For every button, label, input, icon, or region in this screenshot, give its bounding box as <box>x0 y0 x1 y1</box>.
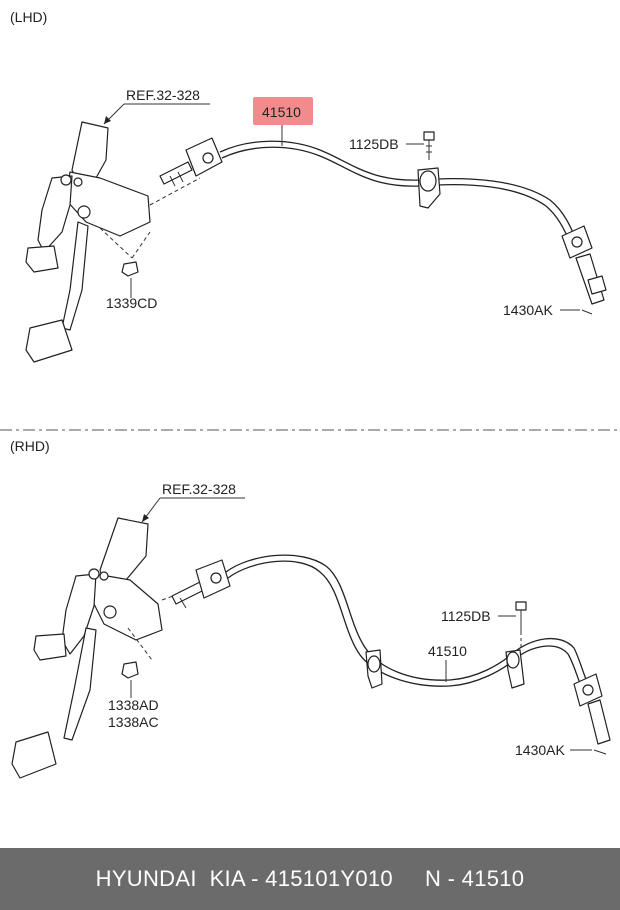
lhd-end-label: 1430AK <box>503 302 553 318</box>
rhd-nut-label-1: 1338AD <box>108 697 159 713</box>
lhd-bracket <box>417 167 441 209</box>
rhd-pedal-assembly <box>11 517 191 779</box>
lhd-pedal-assembly <box>25 121 201 363</box>
lhd-cable-trans-end: 1430AK <box>503 225 607 318</box>
lhd-bolt-label: 1125DB <box>349 136 399 152</box>
lhd-cable <box>219 140 577 241</box>
rhd-ref-callout: REF.32-328 <box>141 481 245 523</box>
lhd-cable-pedal-end <box>159 137 223 187</box>
lhd-ref-callout: REF.32-328 <box>103 87 210 125</box>
rhd-clip-left <box>365 649 383 689</box>
footer-text: HYUNDAI KIA - 415101Y010 N - 41510 <box>95 866 525 891</box>
rhd-part-callout: 41510 <box>428 643 467 682</box>
parts-diagram: (LHD) REF.32-328 1339CD <box>0 9 620 779</box>
rhd-clip-right <box>505 649 525 689</box>
rhd-ref-label: REF.32-328 <box>162 481 236 497</box>
lhd-title: (LHD) <box>10 9 47 25</box>
lhd-part-highlight-label: 41510 <box>262 104 301 120</box>
lhd-nut: 1339CD <box>106 261 157 311</box>
lhd-section: (LHD) REF.32-328 1339CD <box>10 9 607 363</box>
lhd-nut-label: 1339CD <box>106 295 157 311</box>
rhd-nut-label-2: 1338AC <box>108 714 159 730</box>
rhd-nut: 1338AD 1338AC <box>108 661 159 730</box>
rhd-section: (RHD) REF.32-328 1338AD 133 <box>10 438 611 779</box>
lhd-ref-label: REF.32-328 <box>126 87 200 103</box>
rhd-cable-pedal-end <box>171 559 231 609</box>
rhd-title: (RHD) <box>10 438 50 454</box>
rhd-cable-trans-end: 1430AK <box>515 673 611 758</box>
rhd-bolt: 1125DB <box>441 601 527 648</box>
rhd-part-label: 41510 <box>428 643 467 659</box>
lhd-part-highlight-box <box>253 97 313 125</box>
rhd-bolt-label: 1125DB <box>441 608 491 624</box>
lhd-part-callout: 41510 <box>253 97 313 146</box>
lhd-bolt: 1125DB <box>349 131 435 160</box>
footer-bar: HYUNDAI KIA - 415101Y010 N - 41510 <box>0 848 620 910</box>
rhd-cable <box>225 554 589 685</box>
rhd-end-label: 1430AK <box>515 742 565 758</box>
